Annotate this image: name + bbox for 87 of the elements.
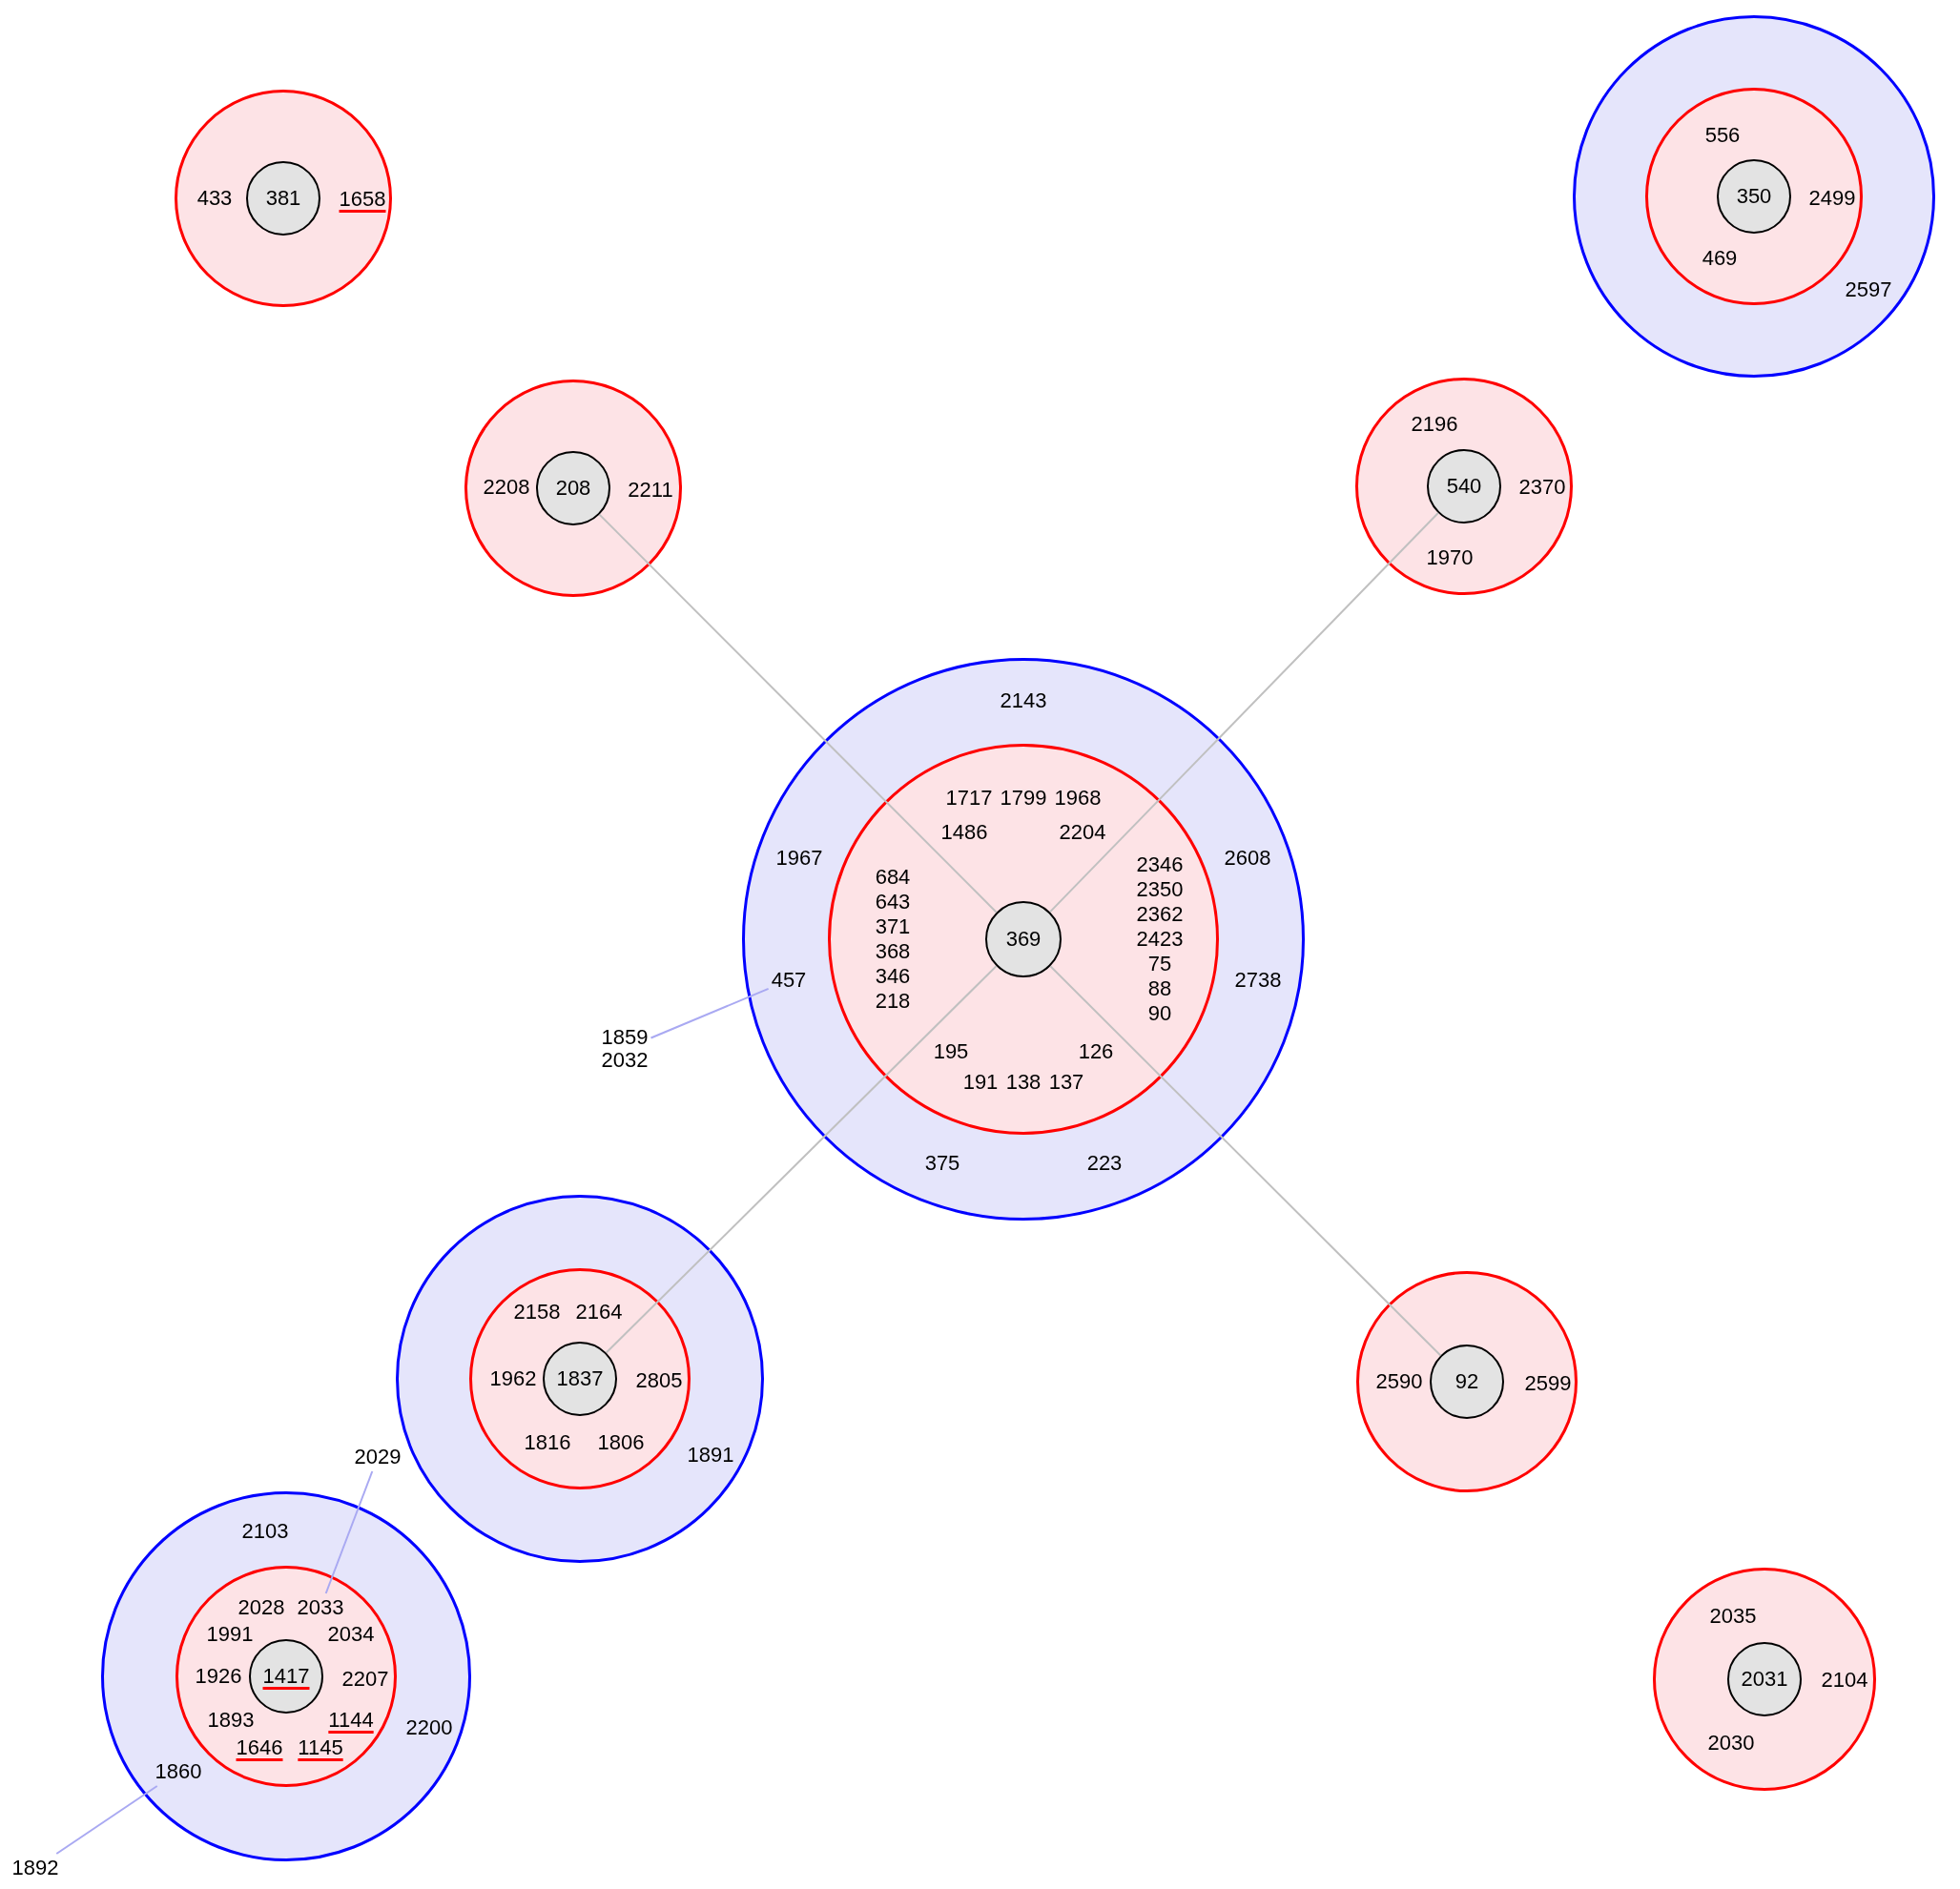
number-label: 138 xyxy=(1005,1071,1042,1094)
number-label: 371 xyxy=(875,915,911,938)
number-label: 346 xyxy=(875,965,911,988)
connector-line xyxy=(605,965,998,1354)
number-label: 540 xyxy=(1446,475,1482,498)
number-label: 2805 xyxy=(635,1369,683,1392)
number-label: 88 xyxy=(1147,977,1172,1000)
number-label: 1892 xyxy=(11,1857,59,1879)
number-label: 2590 xyxy=(1375,1370,1423,1393)
number-label: 556 xyxy=(1704,124,1741,147)
number-label: 375 xyxy=(924,1152,960,1175)
number-label: 433 xyxy=(196,187,233,210)
number-label: 2158 xyxy=(513,1301,561,1324)
number-label: 2031 xyxy=(1741,1668,1788,1691)
number-label: 1658 xyxy=(339,186,386,213)
number-label: 2030 xyxy=(1707,1732,1755,1755)
number-label: 350 xyxy=(1736,185,1772,208)
number-label: 1417 xyxy=(262,1663,310,1690)
number-label: 643 xyxy=(875,891,911,914)
number-label: 2499 xyxy=(1808,187,1856,210)
number-label: 2738 xyxy=(1234,969,1282,992)
number-label: 1816 xyxy=(524,1431,571,1454)
number-label: 2032 xyxy=(601,1049,649,1072)
center-circle xyxy=(985,901,1062,977)
number-label: 2200 xyxy=(405,1716,453,1739)
number-label: 2423 xyxy=(1136,928,1184,951)
number-label: 457 xyxy=(771,969,807,992)
number-label: 469 xyxy=(1702,247,1738,270)
number-label: 191 xyxy=(962,1071,999,1094)
number-label: 2362 xyxy=(1136,903,1184,926)
number-label: 381 xyxy=(265,187,301,210)
number-label: 1837 xyxy=(556,1367,604,1390)
number-label: 208 xyxy=(555,477,591,500)
number-label: 1967 xyxy=(775,847,823,870)
number-label: 2211 xyxy=(628,479,673,502)
number-label: 684 xyxy=(875,866,911,889)
number-label: 223 xyxy=(1086,1152,1123,1175)
number-label: 2035 xyxy=(1709,1605,1757,1628)
number-label: 1646 xyxy=(236,1735,283,1761)
number-label: 1486 xyxy=(940,821,988,844)
number-label: 2034 xyxy=(327,1623,375,1646)
number-label: 1991 xyxy=(206,1623,254,1646)
connector-line xyxy=(55,1785,158,1855)
number-label: 2346 xyxy=(1136,853,1184,876)
number-label: 368 xyxy=(875,940,911,963)
number-label: 1145 xyxy=(298,1735,343,1761)
number-label: 218 xyxy=(875,990,911,1013)
number-label: 1859 xyxy=(601,1026,649,1049)
number-label: 2597 xyxy=(1845,278,1892,301)
connector-line xyxy=(650,987,770,1039)
number-label: 2029 xyxy=(354,1446,402,1468)
number-label: 2208 xyxy=(483,476,530,499)
number-label: 126 xyxy=(1078,1040,1114,1063)
number-label: 1970 xyxy=(1426,546,1474,569)
number-label: 2028 xyxy=(237,1596,285,1619)
number-label: 1799 xyxy=(1000,787,1047,810)
number-label: 2103 xyxy=(241,1520,289,1543)
number-label: 1926 xyxy=(195,1665,242,1688)
number-label: 2033 xyxy=(297,1596,344,1619)
number-label: 369 xyxy=(1005,928,1042,951)
number-label: 2350 xyxy=(1136,878,1184,901)
number-label: 1968 xyxy=(1054,787,1102,810)
number-label: 2104 xyxy=(1821,1669,1868,1692)
number-label: 195 xyxy=(933,1040,969,1063)
number-label: 1891 xyxy=(687,1444,734,1467)
number-label: 137 xyxy=(1048,1071,1084,1094)
connector-line xyxy=(324,1470,374,1594)
number-label: 2207 xyxy=(341,1668,389,1691)
number-label: 92 xyxy=(1455,1370,1479,1393)
number-label: 1860 xyxy=(155,1760,202,1783)
number-label: 1893 xyxy=(207,1709,255,1732)
number-label: 1144 xyxy=(328,1707,374,1734)
number-label: 1806 xyxy=(597,1431,645,1454)
number-label: 2204 xyxy=(1059,821,1106,844)
number-label: 75 xyxy=(1147,953,1172,975)
number-label: 2196 xyxy=(1411,413,1458,436)
connector-line xyxy=(598,513,998,914)
number-label: 1962 xyxy=(489,1367,537,1390)
connector-line xyxy=(1048,511,1439,914)
number-label: 1717 xyxy=(945,787,993,810)
number-label: 2608 xyxy=(1224,847,1271,870)
number-label: 2599 xyxy=(1524,1372,1572,1395)
connector-line xyxy=(1049,965,1442,1357)
number-label: 2370 xyxy=(1518,476,1566,499)
number-label: 2143 xyxy=(1000,689,1047,712)
number-label: 2164 xyxy=(575,1301,623,1324)
number-label: 90 xyxy=(1147,1002,1172,1025)
